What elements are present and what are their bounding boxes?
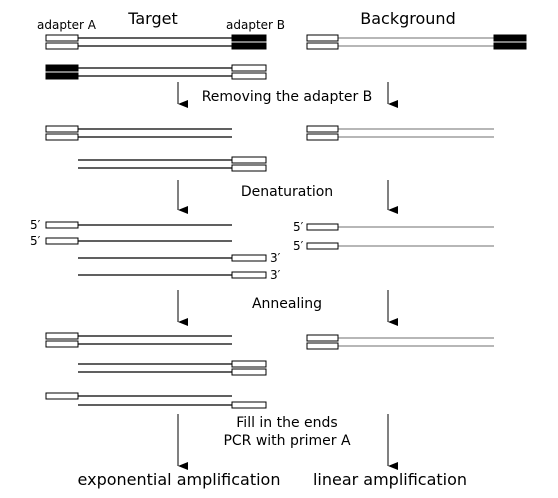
adapter-b-box — [45, 72, 79, 80]
five-prime-label: 5′ — [293, 220, 304, 234]
adapter-b-box — [493, 42, 527, 50]
target-header: Target — [128, 9, 178, 28]
background-header: Background — [360, 9, 456, 28]
adapter-b-box — [231, 42, 267, 50]
adapter-b-box — [231, 34, 267, 42]
step-annealing: Annealing — [251, 296, 323, 312]
step-fill-ends: Fill in the ends — [236, 415, 338, 431]
adapter-a-box — [231, 64, 267, 72]
background-fragment-ab — [306, 34, 527, 50]
target-annealed-3 — [45, 392, 267, 409]
five-prime-label: 5′ — [30, 234, 41, 248]
adapter-a-box — [306, 34, 339, 42]
three-prime-label: 3′ — [270, 251, 281, 265]
result-background: linear amplification — [312, 470, 468, 489]
adapter-b-box — [493, 34, 527, 42]
target-single-strands — [45, 221, 267, 279]
target-fragment-ab — [45, 34, 267, 50]
target-annealed-1 — [45, 332, 232, 348]
target-after-removal-1 — [45, 125, 232, 141]
adapter-a-box — [45, 42, 79, 50]
step-denaturation: Denaturation — [240, 184, 334, 200]
five-prime-label: 5′ — [30, 218, 41, 232]
adapter-a-box — [306, 42, 339, 50]
step-removing-adapter-b: Removing the adapter B — [201, 89, 373, 105]
target-fragment-ba — [45, 64, 267, 80]
adapter-b-box — [45, 64, 79, 72]
five-prime-label: 5′ — [293, 239, 304, 253]
target-annealed-2 — [78, 360, 267, 376]
adapter-b-label: adapter B — [226, 18, 286, 32]
background-single-strands — [306, 223, 494, 250]
adapter-a-box — [231, 72, 267, 80]
result-target: exponential amplification — [77, 470, 281, 489]
background-annealed — [306, 334, 494, 350]
adapter-a-box — [45, 34, 79, 42]
three-prime-label: 3′ — [270, 268, 281, 282]
adapter-a-label: adapter A — [37, 18, 96, 32]
step-pcr-primer-a: PCR with primer A — [223, 433, 351, 449]
background-after-removal — [306, 125, 494, 141]
target-after-removal-2 — [78, 156, 267, 172]
